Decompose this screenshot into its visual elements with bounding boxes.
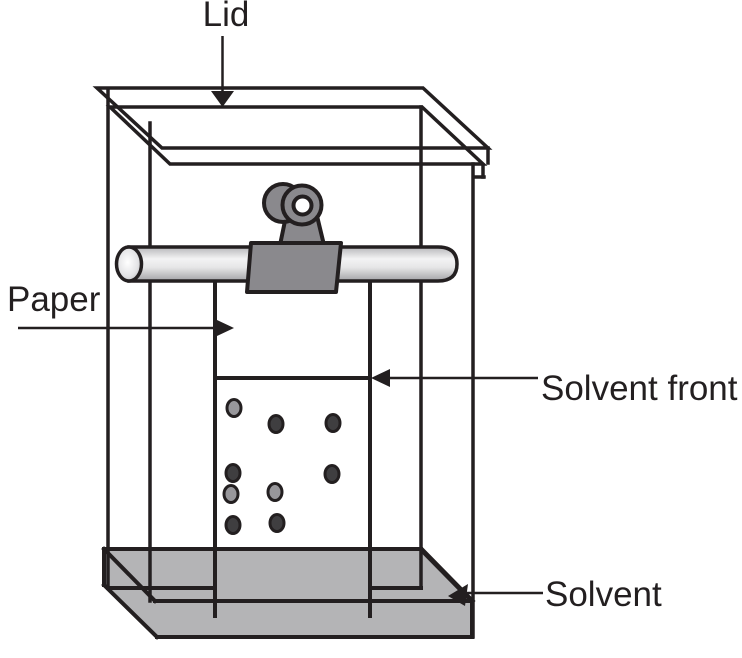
paper-label: Paper: [7, 280, 101, 319]
solvent-front-arrowhead: [371, 369, 390, 387]
lid-top-face: [92, 86, 493, 150]
clip-ring-hole: [291, 194, 314, 217]
solvent-pool: [101, 545, 476, 640]
paper-arrowhead: [217, 320, 234, 336]
tank-walls: [106, 88, 475, 639]
solvent-left-bottom-diagonal: [101, 582, 160, 640]
paper-arrow: [18, 320, 234, 336]
solvent-front-arrow: [371, 369, 538, 387]
solvent-left-top-diagonal: [101, 546, 158, 604]
clip-body: [245, 241, 343, 294]
spot-light: [266, 482, 284, 502]
tank-lid: [92, 86, 493, 179]
solvent-arrow: [448, 584, 543, 606]
spot-light: [222, 484, 240, 504]
spot-dark: [268, 513, 286, 533]
spot-dark: [224, 515, 242, 535]
spot-light: [225, 398, 243, 418]
annotation-labels: Lid Paper Solvent front Solvent: [7, 0, 738, 614]
sample-spots: [222, 398, 342, 535]
solvent-front-label: Solvent front: [541, 369, 738, 408]
lid-lower-rim: [105, 105, 488, 166]
solvent-body: [104, 549, 472, 637]
solvent-arrowhead: [448, 584, 468, 606]
spot-dark: [224, 463, 242, 483]
lid-arrow: [211, 36, 234, 107]
annotation-arrows: [18, 36, 543, 606]
rod-end-cap: [114, 245, 144, 283]
spot-dark: [324, 413, 342, 433]
chromatography-paper: [213, 280, 372, 618]
spot-dark: [323, 464, 341, 484]
binder-clip: [245, 182, 343, 294]
spot-dark: [267, 414, 285, 434]
solvent-label: Solvent: [545, 575, 662, 614]
lid-arrowhead: [211, 91, 234, 107]
lid-label: Lid: [203, 0, 250, 34]
